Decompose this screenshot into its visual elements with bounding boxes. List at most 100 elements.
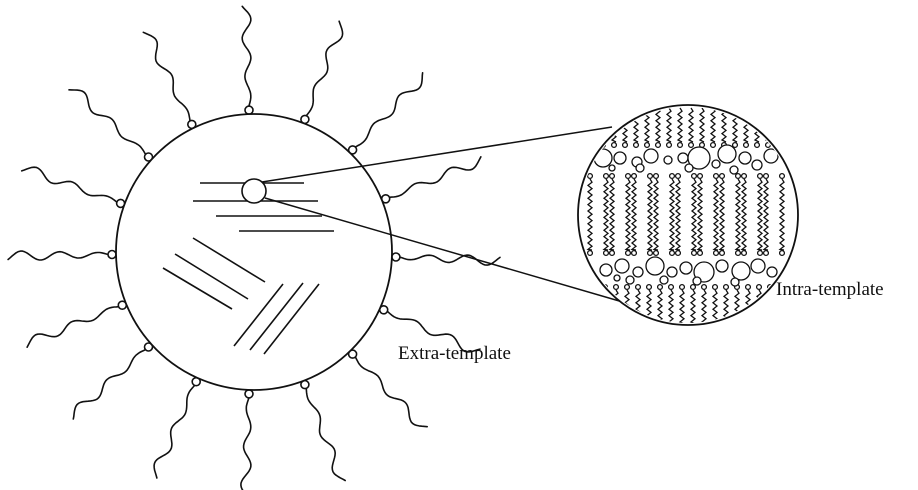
inset-head (713, 285, 718, 290)
inset-head (658, 285, 663, 290)
micelle-bubble (609, 165, 615, 171)
inset-head (592, 285, 597, 290)
inset-head (632, 251, 637, 256)
inset-head (656, 143, 661, 148)
inset-head (610, 251, 615, 256)
surfactant-head (108, 251, 116, 259)
micelle-bubble (712, 160, 720, 168)
inset-tail (768, 290, 772, 324)
inset-head (676, 174, 681, 179)
micelle-bubble (600, 264, 612, 276)
inset-head (757, 285, 762, 290)
micelle-bubble (732, 262, 750, 280)
surfactant-tail (389, 157, 481, 198)
inset-head (645, 143, 650, 148)
inset-head (764, 174, 769, 179)
inset-head (692, 174, 697, 179)
inset-head (714, 251, 719, 256)
inset-head (777, 143, 782, 148)
inset-head (669, 285, 674, 290)
surfactant-head (392, 253, 400, 261)
micelle-bubble (633, 267, 643, 277)
inset-head (614, 285, 619, 290)
micelle-bubble (693, 277, 701, 285)
inset-head (588, 251, 593, 256)
inset-head (733, 143, 738, 148)
inset-head (780, 251, 785, 256)
inset-head (742, 251, 747, 256)
micelle-bubble (594, 149, 612, 167)
inset-head (758, 251, 763, 256)
surfactant-tail (306, 388, 345, 480)
inset-head (612, 143, 617, 148)
micelle-bubble (716, 260, 728, 272)
inset-head (691, 285, 696, 290)
inset-head (758, 174, 763, 179)
micelle-bubble (626, 276, 634, 284)
inset-head (604, 174, 609, 179)
inset-tail (590, 108, 594, 142)
surfactant-tail (8, 251, 108, 260)
micelle-bubble (660, 276, 668, 284)
inset-head (626, 174, 631, 179)
template-particle (116, 114, 392, 390)
zoom-inset (578, 105, 798, 325)
surfactant-tail (355, 357, 427, 427)
surfactant-head (245, 390, 253, 398)
inset-head (746, 285, 751, 290)
micelle-bubble (614, 275, 620, 281)
surfactant-tail (306, 21, 342, 116)
micelle-bubble (767, 267, 777, 277)
inset-head (744, 143, 749, 148)
inset-head (698, 251, 703, 256)
inset-head (670, 251, 675, 256)
surfactant-tail (355, 73, 422, 147)
micelle-bubble (718, 145, 736, 163)
inset-head (667, 143, 672, 148)
surfactant-tail (143, 32, 190, 121)
inset-head (720, 251, 725, 256)
inset-head (702, 285, 707, 290)
inset-head (680, 285, 685, 290)
micelle-bubble (646, 257, 664, 275)
inset-tail (777, 108, 781, 142)
inset-head (736, 251, 741, 256)
micelle-bubble (614, 152, 626, 164)
micelle-bubble (752, 160, 762, 170)
inset-head (780, 174, 785, 179)
micelle-bubble (615, 259, 629, 273)
micelle-bubble (680, 262, 692, 274)
intra-template-label: Intra-template (776, 279, 884, 301)
surfactant-tail (22, 167, 117, 202)
inset-head (714, 174, 719, 179)
inset-head (604, 251, 609, 256)
surfactant-tail (154, 385, 195, 478)
surfactant-tail (27, 307, 119, 348)
inset-head (654, 174, 659, 179)
inset-head (632, 174, 637, 179)
inset-head (711, 143, 716, 148)
inset-head (647, 285, 652, 290)
surfactant-tail (73, 350, 145, 419)
inset-head (676, 251, 681, 256)
inset-head (634, 143, 639, 148)
surfactant-tail (241, 398, 251, 490)
inset-head (626, 251, 631, 256)
extra-template-label: Extra-template (398, 343, 511, 365)
micelle-bubble (685, 164, 693, 172)
inset-head (720, 174, 725, 179)
inset-head (654, 251, 659, 256)
inset-head (692, 251, 697, 256)
inset-head (670, 174, 675, 179)
surfactant-tail (400, 255, 500, 265)
surfactant-tail (69, 90, 146, 155)
inset-head (698, 174, 703, 179)
inset-head (610, 174, 615, 179)
micelle-bubble (664, 156, 672, 164)
micelle-bubble (678, 153, 688, 163)
inset-tail (592, 290, 596, 324)
inset-head (689, 143, 694, 148)
inset-tail (601, 108, 605, 142)
inset-head (764, 251, 769, 256)
